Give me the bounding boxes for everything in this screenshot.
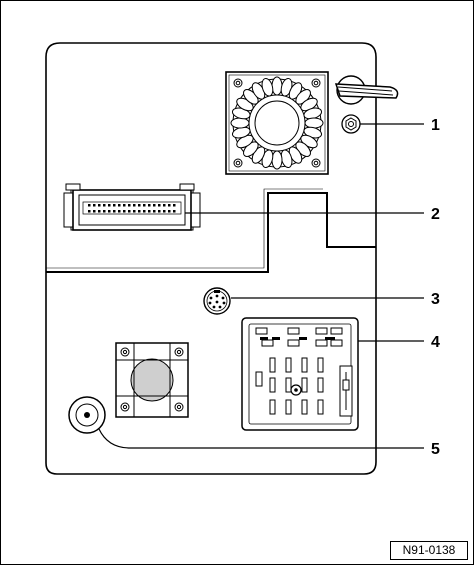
callout-number-2: 2 (431, 206, 440, 223)
leader-line-5 (98, 428, 424, 449)
power-connector-block (115, 342, 189, 418)
mini-din-socket-icon (203, 287, 231, 315)
tuning-knob (334, 75, 399, 105)
callout-number-3: 3 (431, 291, 440, 308)
antenna-socket-icon (68, 396, 106, 434)
cooling-fan (225, 71, 329, 175)
callout-number-4: 4 (431, 334, 440, 351)
leader-lines (98, 123, 424, 449)
callout-number-5: 5 (431, 441, 440, 458)
figure-reference-code: N91-0138 (390, 541, 468, 560)
fan-screw-icon (233, 78, 321, 168)
iso-connector (241, 317, 359, 431)
callout-number-1: 1 (431, 117, 440, 134)
multi-pin-connector (63, 183, 201, 231)
ground-screw-icon (341, 114, 361, 134)
panel-divider (46, 192, 376, 273)
panel-divider-inner (46, 188, 323, 269)
